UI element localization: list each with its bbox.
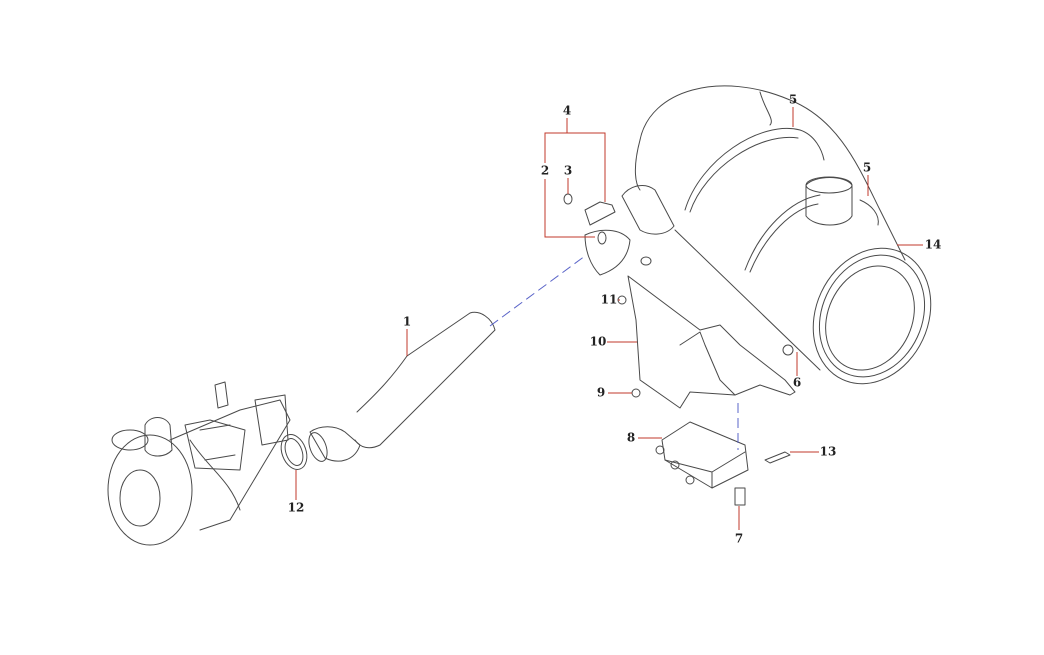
- sensor-block-part-8[interactable]: [655, 421, 791, 506]
- exhaust-pipe-part-1[interactable]: [305, 311, 496, 463]
- callout-8: 8: [627, 431, 635, 445]
- clamp-part-2[interactable]: [563, 193, 631, 276]
- callout-14: 14: [925, 238, 942, 252]
- gasket-part-12[interactable]: [277, 431, 312, 473]
- callout-2: 2: [541, 164, 549, 178]
- callout-5: 5: [789, 93, 797, 107]
- callout-1: 1: [403, 315, 411, 329]
- callout-9: 9: [597, 386, 605, 400]
- callout-7: 7: [735, 532, 743, 546]
- callout-10: 10: [590, 335, 607, 349]
- callout-6: 6: [793, 376, 801, 390]
- muffler-part-14[interactable]: [621, 85, 952, 403]
- callout-11: 11: [601, 293, 618, 307]
- callout-4: 4: [563, 104, 571, 118]
- callout-3: 3: [564, 164, 572, 178]
- leader-lines: [295, 107, 923, 530]
- callout-13: 13: [820, 445, 837, 459]
- callout-12: 12: [288, 501, 305, 515]
- turbocharger: [107, 381, 291, 546]
- gasket-inner: [284, 438, 304, 466]
- alignment-line: [489, 255, 586, 327]
- heat-shield-part-10[interactable]: [617, 256, 796, 409]
- callout-5: 5: [863, 161, 871, 175]
- mounting-strap-part-5[interactable]: [684, 128, 879, 273]
